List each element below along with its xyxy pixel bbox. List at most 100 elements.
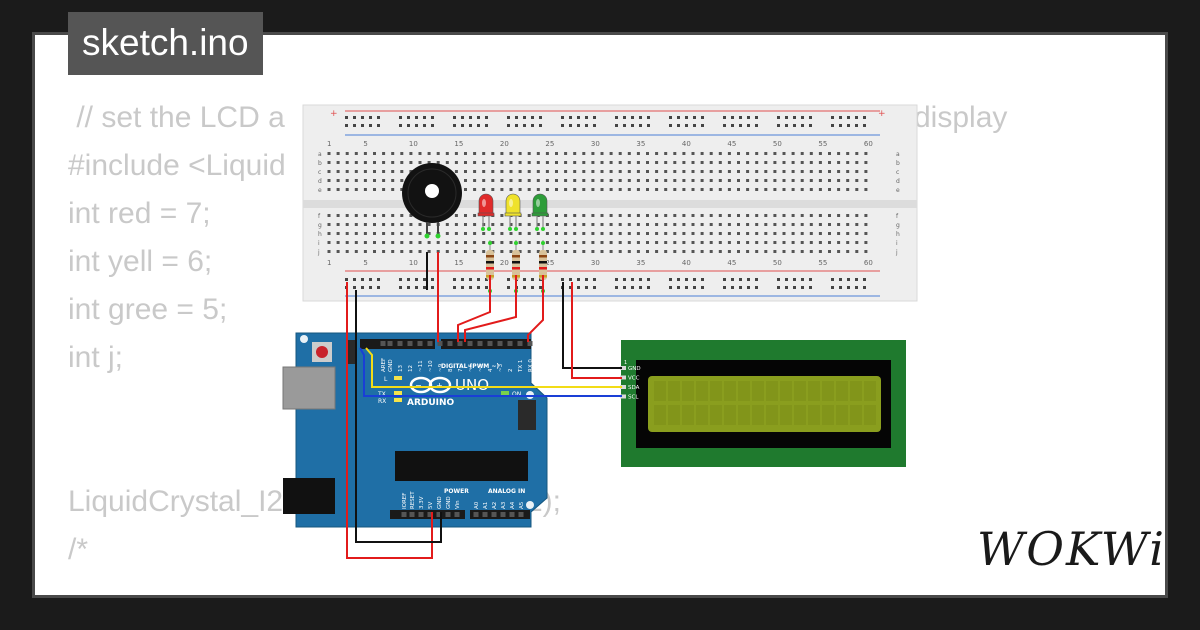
pin-label: IOREF [402,493,408,509]
row-letter: c [318,169,321,176]
infinity-logo-icon: − + [409,376,452,394]
wire-gnd-black [355,290,442,543]
pin-label: TX 1 [518,360,524,373]
code-line: #include <Liquid [68,149,286,182]
wire-red-led [457,275,491,342]
code-line: /* [68,533,89,566]
column-number: 1 [327,259,331,267]
svg-text:ON: ON [512,391,521,398]
code-line: LiquidCrystal_I2 [68,485,284,518]
column-number: 40 [682,259,691,267]
pin-label: GND [437,496,443,509]
pin-label: GND [388,359,394,372]
terminal-strip-top [327,152,868,191]
row-letter: c [896,169,899,176]
column-number: 30 [591,259,600,267]
power-rail-bottom [345,278,866,289]
column-number: 60 [864,140,873,148]
svg-text:+: + [436,381,443,390]
wokwi-logo[interactable]: WOKWi [977,522,1166,576]
row-letter: i [318,240,320,247]
column-number: 55 [818,140,827,148]
wires [346,252,622,559]
code-line: int j; [68,341,124,374]
pin-label: A3 [501,501,507,509]
row-letter: d [896,178,900,185]
reset-button[interactable] [316,346,328,358]
pin-label: Vin [455,500,461,509]
row-letter: i [896,240,898,247]
wire-5v-red [346,282,433,559]
pin-label: 4 [488,368,494,372]
pin-label: 12 [408,365,414,372]
resistor[interactable] [539,240,547,293]
wire-sda-yellow [365,347,622,388]
row-letter: a [318,151,322,158]
row-letter: f [318,213,321,220]
code-fragment: display [914,101,1008,134]
column-number: 50 [773,140,782,148]
svg-text:RX: RX [378,398,386,405]
column-number: 45 [727,259,736,267]
column-number: 25 [545,259,554,267]
column-number: 35 [636,140,645,148]
svg-text:TX: TX [377,391,386,398]
code-line: int red = 7; [68,197,211,230]
svg-text:+: + [330,109,338,119]
row-letter: g [318,222,322,229]
column-number: 40 [682,140,691,148]
lcd-pin-label: VCC [628,376,640,382]
led-green[interactable] [531,193,549,231]
column-number: 1 [327,140,331,148]
code-line: int gree = 5; [68,293,228,326]
svg-text:1: 1 [624,360,627,366]
board-brand: ARDUINO [407,398,455,408]
buzzer[interactable] [402,163,462,239]
lcd-pin-label: SCL [628,395,639,401]
column-number: 10 [409,259,418,267]
status-leds: L TX RX ON [377,376,521,405]
row-letter: f [896,213,899,220]
led-red[interactable] [477,193,495,231]
row-letter: j [895,249,898,256]
column-number: 60 [864,259,873,267]
row-letter: j [317,249,320,256]
pin-label: 13 [398,365,404,372]
pin-label: 3.3V [419,496,425,509]
pin-label: ~5 [478,363,484,372]
pin-label: RESET [410,491,416,509]
atmega-chip [395,451,528,481]
file-title-tab[interactable]: sketch.ino [68,12,263,75]
column-number: 25 [545,140,554,148]
dc-jack [283,478,335,514]
column-number: 15 [454,140,463,148]
power-rail-top [345,116,866,127]
pin-label: 5V [428,502,434,509]
wire-green-led [527,275,544,342]
pin-label: AREF [381,358,387,372]
lcd-pin-label: SDA [628,385,640,391]
pin-label: A2 [492,502,498,509]
column-number: 20 [500,140,509,148]
pin-label: A5 [519,501,525,509]
row-letter: b [318,160,322,167]
pin-label: ~10 [428,360,434,372]
column-number: 50 [773,259,782,267]
svg-text:+: + [878,109,886,119]
row-letter: a [896,151,900,158]
row-letter: e [896,187,900,194]
svg-text:−: − [415,381,422,390]
resistor-group [486,240,547,293]
column-number: 5 [363,259,367,267]
pin-label: ~6 [468,363,474,372]
led-yellow[interactable] [504,193,522,231]
pin-label: A1 [483,502,489,509]
